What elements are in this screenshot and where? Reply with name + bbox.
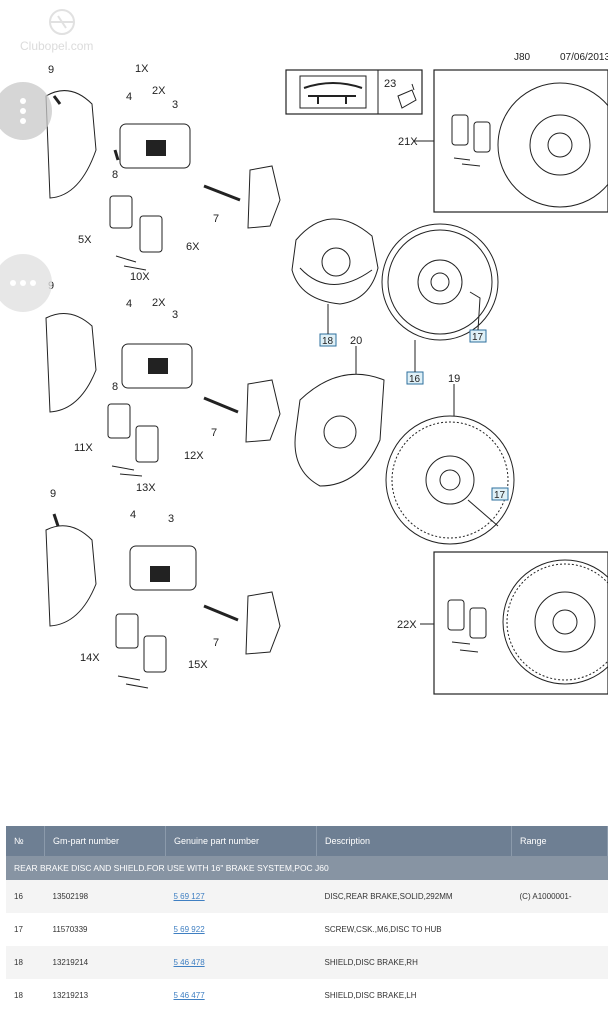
col-header-description: Description xyxy=(316,826,512,856)
svg-text:19: 19 xyxy=(448,373,460,385)
brake-pad-kit-inset-21x xyxy=(433,69,608,213)
brake-disc-16 xyxy=(381,223,499,341)
brake-pad-kit-inset-22x xyxy=(433,551,608,695)
svg-text:7: 7 xyxy=(211,427,217,439)
svg-text:3: 3 xyxy=(172,309,178,321)
svg-text:4: 4 xyxy=(130,509,136,521)
col-header-gm-part: Gm-part number xyxy=(44,826,166,856)
svg-text:11X: 11X xyxy=(74,442,93,454)
svg-text:17: 17 xyxy=(472,332,484,343)
svg-text:3: 3 xyxy=(168,513,174,525)
svg-text:6X: 6X xyxy=(186,241,200,253)
header-date: 07/06/2013 xyxy=(560,52,608,63)
svg-text:1X: 1X xyxy=(135,63,149,75)
more-options-button[interactable] xyxy=(0,82,52,140)
cell-no: 18 xyxy=(6,979,45,1012)
cell-no: 18 xyxy=(6,946,45,979)
svg-text:22X: 22X xyxy=(397,619,417,631)
svg-text:23: 23 xyxy=(384,78,396,90)
svg-text:12X: 12X xyxy=(184,450,204,462)
dot-icon xyxy=(20,108,26,114)
cell-range xyxy=(511,979,608,1012)
svg-text:17: 17 xyxy=(494,490,506,501)
cell-description: SCREW,CSK.,M6,DISC TO HUB xyxy=(316,913,512,946)
brake-disc-19 xyxy=(385,415,515,545)
disc-shield-20 xyxy=(294,373,385,487)
cell-no: 16 xyxy=(6,880,45,913)
dot-icon xyxy=(20,280,26,286)
svg-text:4: 4 xyxy=(126,298,132,310)
caliper-assembly-2 xyxy=(45,313,281,477)
dot-icon xyxy=(30,280,36,286)
cell-gm-part: 11570339 xyxy=(44,913,166,946)
cell-range xyxy=(511,913,608,946)
cell-genuine-part: 5 46 477 xyxy=(165,979,317,1012)
grease-tube-icon xyxy=(397,83,417,109)
parts-table: № Gm-part number Genuine part number Des… xyxy=(6,826,608,1012)
svg-text:7: 7 xyxy=(213,213,219,225)
group-title: REAR BRAKE DISC AND SHIELD.FOR USE WITH … xyxy=(6,856,608,880)
cell-gm-part: 13502198 xyxy=(44,880,166,913)
disc-shield-18 xyxy=(291,218,379,305)
table-row[interactable]: 17 11570339 5 69 922 SCREW,CSK.,M6,DISC … xyxy=(6,913,608,946)
watermark-logo: Clubopel.com xyxy=(20,9,93,53)
cell-genuine-part: 5 69 127 xyxy=(165,880,317,913)
svg-text:15X: 15X xyxy=(188,659,208,671)
svg-text:7: 7 xyxy=(213,637,219,649)
cell-description: SHIELD,DISC BRAKE,RH xyxy=(316,946,512,979)
svg-text:8: 8 xyxy=(112,381,118,393)
svg-text:5X: 5X xyxy=(78,234,92,246)
table-row[interactable]: 18 13219213 5 46 477 SHIELD,DISC BRAKE,L… xyxy=(6,979,608,1012)
wrench-book-icon xyxy=(303,82,363,104)
assistive-touch-button[interactable] xyxy=(0,254,52,312)
cell-genuine-part: 5 69 922 xyxy=(165,913,317,946)
svg-text:4: 4 xyxy=(126,91,132,103)
svg-text:2X: 2X xyxy=(152,297,166,309)
tool-box: 23 xyxy=(285,69,423,115)
svg-text:21X: 21X xyxy=(398,136,418,148)
genuine-part-link[interactable]: 5 69 922 xyxy=(173,925,205,934)
svg-text:3: 3 xyxy=(172,99,178,111)
genuine-part-link[interactable]: 5 69 127 xyxy=(173,892,205,901)
header-code: J80 xyxy=(514,52,531,63)
dot-icon xyxy=(10,280,16,286)
table-row[interactable]: 16 13502198 5 69 127 DISC,REAR BRAKE,SOL… xyxy=(6,880,608,913)
brake-parts-diagram: Clubopel.com J80 07/06/2013 23 21X 22X xyxy=(20,9,608,695)
cell-gm-part: 13219214 xyxy=(44,946,166,979)
cell-range: (C) A1000001- xyxy=(511,880,608,913)
svg-text:18: 18 xyxy=(322,336,334,347)
cell-description: SHIELD,DISC BRAKE,LH xyxy=(316,979,512,1012)
col-header-no: № xyxy=(6,826,45,856)
svg-text:20: 20 xyxy=(350,335,362,347)
cell-no: 17 xyxy=(6,913,45,946)
watermark-text: Clubopel.com xyxy=(20,39,93,53)
genuine-part-link[interactable]: 5 46 478 xyxy=(173,958,205,967)
svg-text:14X: 14X xyxy=(80,652,100,664)
dot-icon xyxy=(20,98,26,104)
table-group-row: REAR BRAKE DISC AND SHIELD.FOR USE WITH … xyxy=(6,856,608,880)
svg-text:9: 9 xyxy=(50,488,56,500)
cell-gm-part: 13219213 xyxy=(44,979,166,1012)
col-header-genuine-part: Genuine part number xyxy=(165,826,317,856)
svg-text:9: 9 xyxy=(48,64,54,76)
cell-genuine-part: 5 46 478 xyxy=(165,946,317,979)
genuine-part-link[interactable]: 5 46 477 xyxy=(173,991,205,1000)
svg-text:13X: 13X xyxy=(136,482,156,494)
col-header-range: Range xyxy=(511,826,608,856)
svg-text:10X: 10X xyxy=(130,271,150,283)
svg-text:2X: 2X xyxy=(152,85,166,97)
cell-description: DISC,REAR BRAKE,SOLID,292MM xyxy=(316,880,512,913)
svg-text:8: 8 xyxy=(112,169,118,181)
table-header-row: № Gm-part number Genuine part number Des… xyxy=(6,826,608,856)
caliper-assembly-3 xyxy=(45,513,281,689)
svg-text:16: 16 xyxy=(409,374,421,385)
caliper-assembly-1 xyxy=(45,90,281,271)
table-row[interactable]: 18 13219214 5 46 478 SHIELD,DISC BRAKE,R… xyxy=(6,946,608,979)
dot-icon xyxy=(20,118,26,124)
cell-range xyxy=(511,946,608,979)
